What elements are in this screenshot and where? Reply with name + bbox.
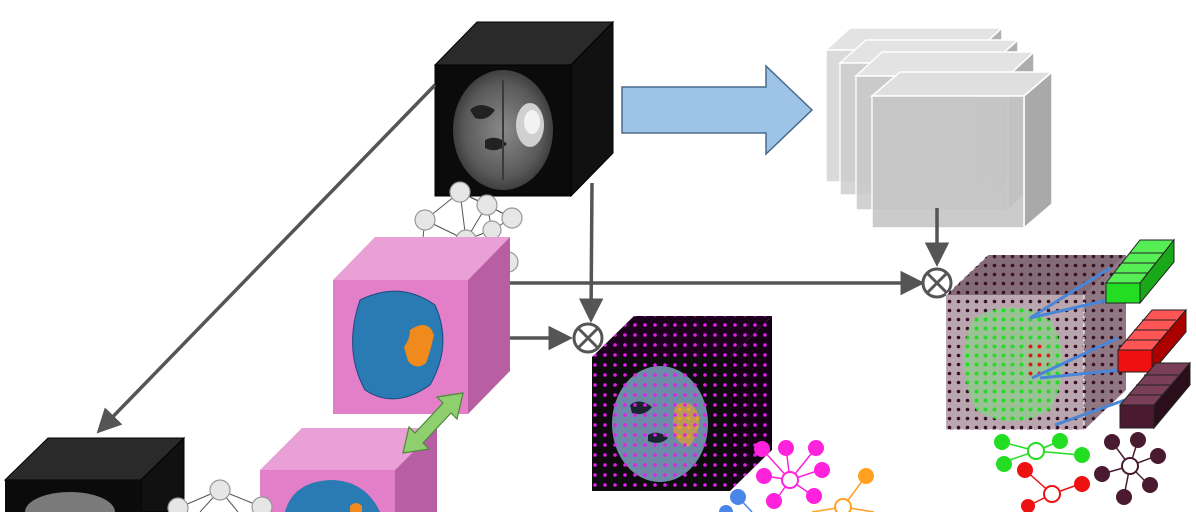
- feature-volume-stack: [824, 26, 1055, 230]
- circled-times-icon: [921, 267, 953, 299]
- input-mri-cube-lower: [3, 436, 186, 512]
- feature-vector-red: [1116, 308, 1188, 374]
- circled-times-icon: [572, 322, 604, 354]
- feature-vector-dark: [1118, 361, 1192, 430]
- feature-vector-green: [1104, 238, 1176, 305]
- prototype-connectors: [1029, 266, 1126, 427]
- segmentation-mask-cube: [333, 237, 510, 414]
- brain-slice-image: [453, 70, 553, 190]
- flow-arrows: [96, 83, 950, 434]
- cluster-graph-orange: [811, 468, 875, 512]
- cluster-graph-green: [994, 433, 1090, 472]
- cluster-graph-dark: [1094, 432, 1166, 505]
- masked-feature-cube: [592, 316, 772, 491]
- input-mri-cube: [433, 20, 615, 198]
- cluster-graph-magenta: [754, 440, 830, 509]
- consistency-arrow: [402, 392, 464, 454]
- cluster-graph-red: [1017, 462, 1090, 512]
- frozen-encoder-arrow: [621, 64, 814, 156]
- graph-network-lower: [167, 479, 273, 512]
- cluster-graph-blue: [719, 489, 753, 512]
- segmentation-mask-cube-lower: [260, 428, 437, 512]
- prototype-feature-cube: [945, 254, 1126, 431]
